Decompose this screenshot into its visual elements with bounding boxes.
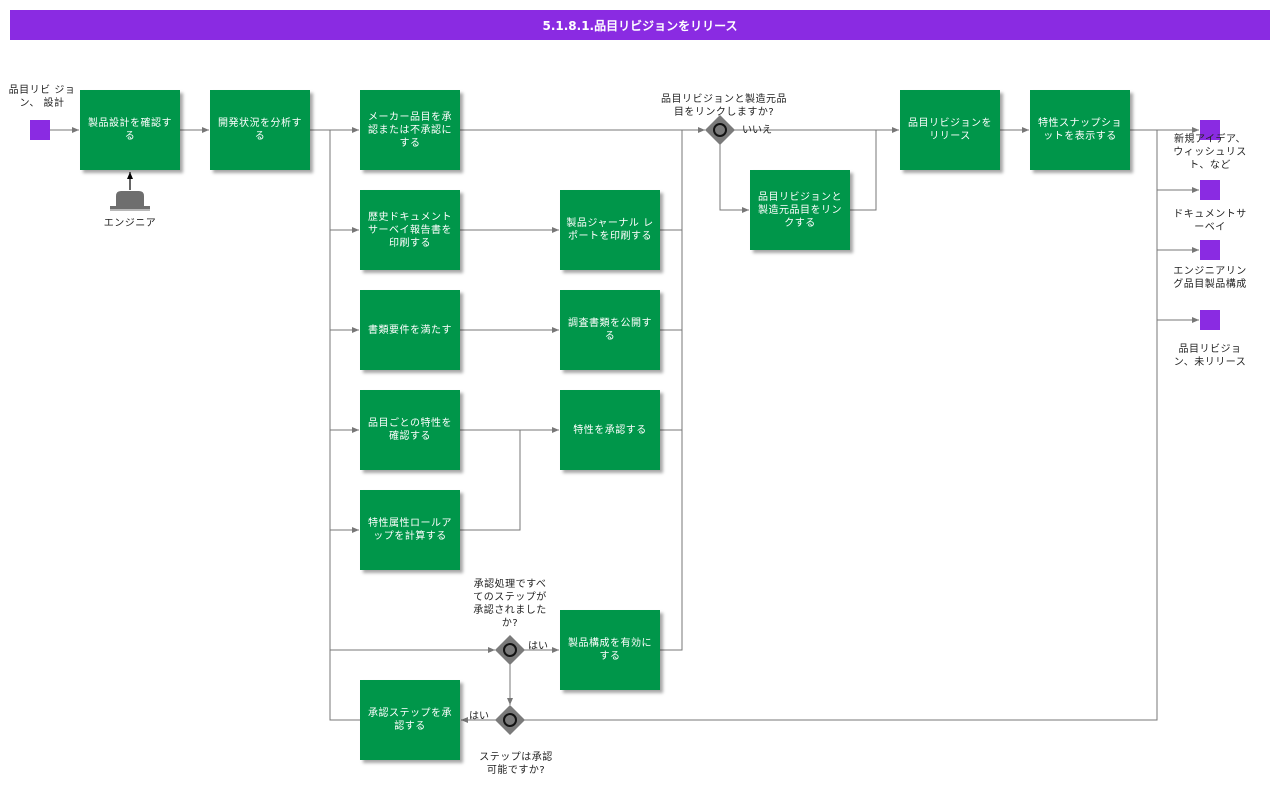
task-document-requirements[interactable]: 書類要件を満たす bbox=[360, 290, 460, 370]
task-enable-configuration[interactable]: 製品構成を有効にする bbox=[560, 610, 660, 690]
task-release-revision[interactable]: 品目リビジョンをリリース bbox=[900, 90, 1000, 170]
task-analyze-development[interactable]: 開発状況を分析する bbox=[210, 90, 310, 170]
task-print-history-survey[interactable]: 歴史ドキュメントサーベイ報告書を印刷する bbox=[360, 190, 460, 270]
performer-label: エンジニア bbox=[103, 218, 157, 229]
output-label-4: 品目リビジョン、未リリース bbox=[1173, 344, 1247, 368]
output-label-2: ドキュメントサーベイ bbox=[1173, 209, 1247, 233]
gateway-step-approvable-yes-label: はい bbox=[469, 711, 489, 722]
diagram-title: 5.1.8.1.品目リビジョンをリリース bbox=[10, 10, 1270, 40]
task-calculate-rollup[interactable]: 特性属性ロールアップを計算する bbox=[360, 490, 460, 570]
connector bbox=[719, 144, 749, 213]
output-object-1 bbox=[1200, 120, 1220, 140]
output-object-2 bbox=[1200, 180, 1220, 200]
output-object-4 bbox=[1200, 310, 1220, 330]
task-print-journal-report[interactable]: 製品ジャーナル レポートを印刷する bbox=[560, 190, 660, 270]
performer-icon bbox=[110, 172, 150, 211]
task-review-design[interactable]: 製品設計を確認する bbox=[80, 90, 180, 170]
start-data-object bbox=[30, 120, 50, 140]
gateway-all-approved-yes-label: はい bbox=[528, 641, 548, 652]
gateway-link-mfr bbox=[705, 115, 735, 145]
task-approve-manufacturer-item[interactable]: メーカー品目を承認または不承認にする bbox=[360, 90, 460, 170]
output-object-3 bbox=[1200, 240, 1220, 260]
connectors bbox=[50, 127, 1199, 723]
task-link-manufacturer-item[interactable]: 品目リビジョンと製造元品目をリンクする bbox=[750, 170, 850, 250]
task-show-snapshot[interactable]: 特性スナップショットを表示する bbox=[1030, 90, 1130, 170]
task-approve-characteristics[interactable]: 特性を承認する bbox=[560, 390, 660, 470]
connector bbox=[329, 130, 360, 721]
gateway-link-question: 品目リビジョンと製造元品目をリンクしますか? bbox=[661, 94, 787, 118]
gateway-all-approved bbox=[495, 635, 525, 665]
connector bbox=[850, 130, 877, 211]
connector bbox=[660, 130, 683, 651]
gateway-step-approvable-question: ステップは承認可能ですか? bbox=[479, 752, 553, 776]
gateway-step-approvable bbox=[495, 705, 525, 735]
task-review-characteristics[interactable]: 品目ごとの特性を確認する bbox=[360, 390, 460, 470]
task-publish-survey[interactable]: 調査書類を公開する bbox=[560, 290, 660, 370]
task-approve-step[interactable]: 承認ステップを承認する bbox=[360, 680, 460, 760]
gateway-all-approved-question: 承認処理ですべてのステップが承認されましたか? bbox=[473, 579, 547, 629]
start-object-label: 品目リビ ジョン、 設計 bbox=[8, 85, 76, 109]
output-label-3: エンジニアリング品目製品構成 bbox=[1173, 266, 1247, 290]
gateway-link-no-label: いいえ bbox=[742, 125, 772, 136]
output-label-1: 新規アイデア、ウィッシュリスト、など bbox=[1173, 134, 1247, 171]
connector bbox=[460, 430, 521, 531]
connector bbox=[660, 130, 683, 231]
connector bbox=[524, 130, 1158, 721]
